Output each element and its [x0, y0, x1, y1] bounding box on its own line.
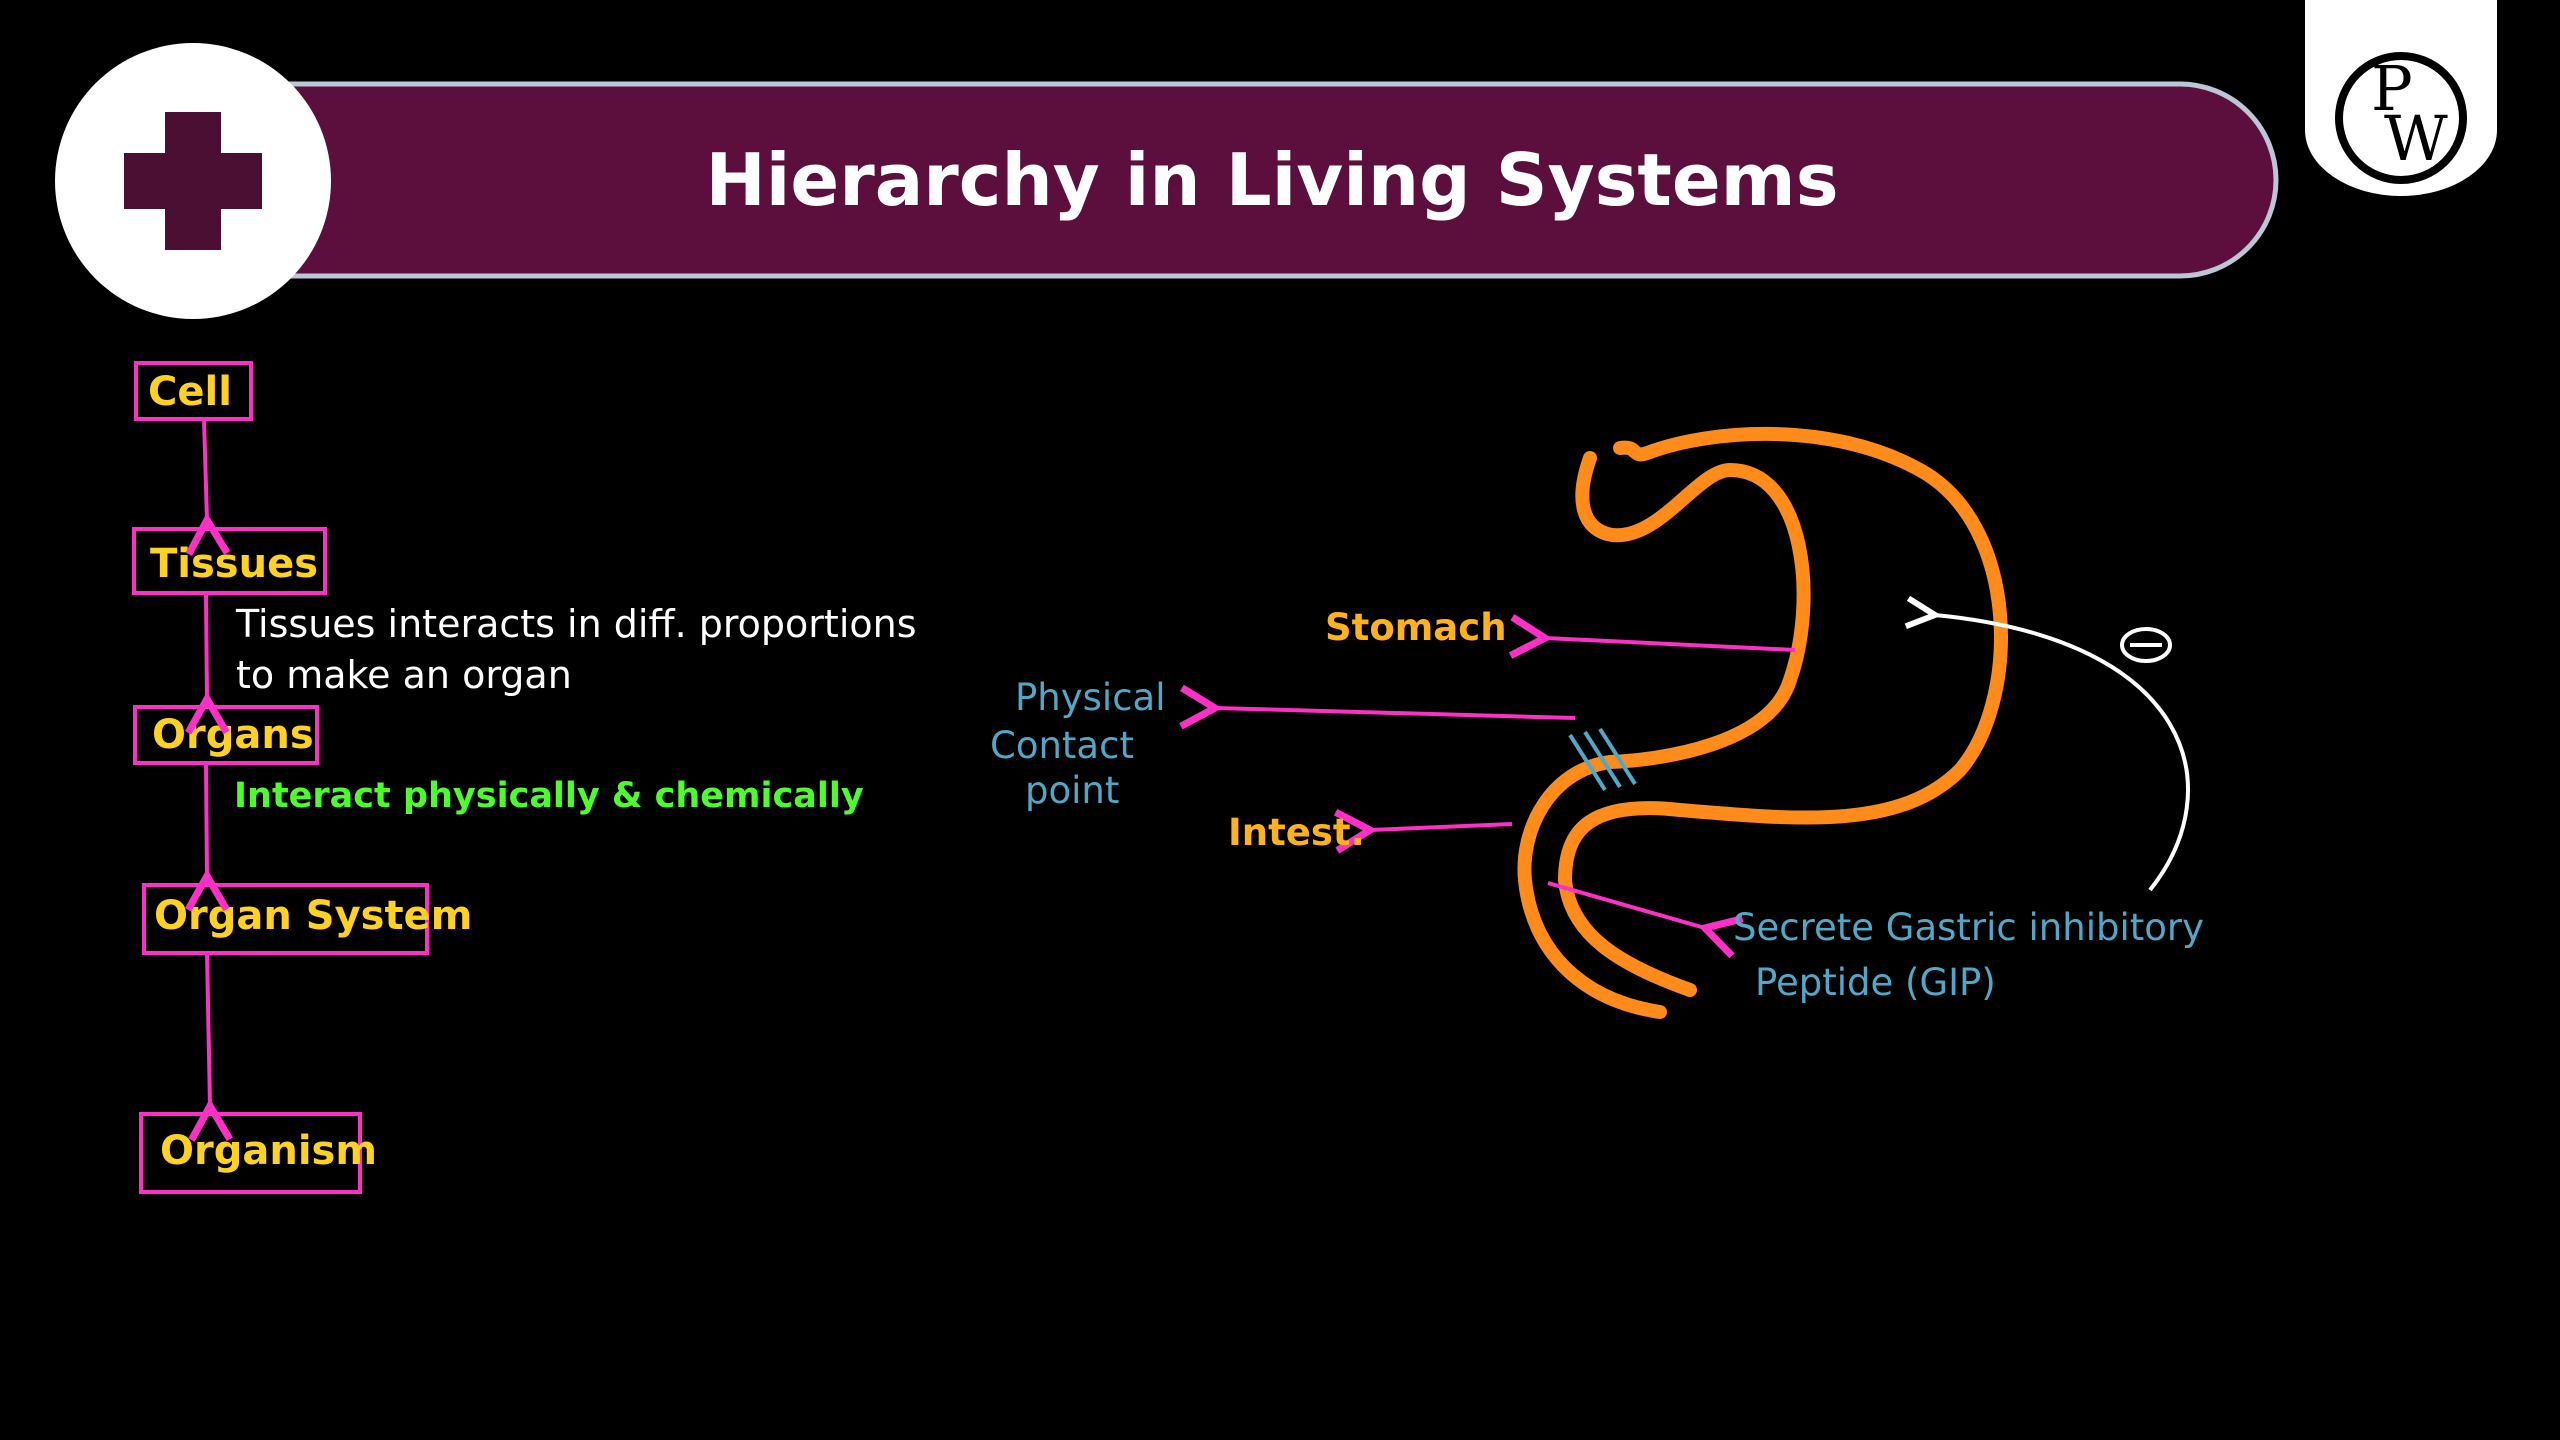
title-banner: Hierarchy in Living Systems — [247, 81, 2279, 279]
organs-interaction-note: Interact physically & chemically — [234, 776, 864, 816]
stomach-outer-wall — [1557, 426, 2008, 997]
logo-letter-p: P — [2371, 52, 2413, 125]
minus-sign-icon — [2120, 627, 2172, 663]
banner-shape — [247, 81, 2279, 279]
secrete-note-line2: Peptide (GIP) — [1755, 961, 1996, 1004]
tissues-note-line1: Tissues interacts in diff. proportions — [235, 602, 917, 646]
arrow-tissues-organs — [184, 592, 230, 735]
hierarchy-chain: Cell Tissues Organs Organ System Organis… — [132, 361, 472, 1194]
contact-label-line3: point — [1025, 769, 1119, 812]
stomach-label: Stomach — [1325, 606, 1507, 649]
box-organism — [139, 1112, 362, 1194]
arrow-cell-tissues — [185, 418, 231, 556]
arrow-organs-system — [184, 762, 230, 912]
contact-label-line2: Contact — [990, 724, 1134, 767]
box-cell — [134, 361, 253, 421]
stomach-inner-wall — [1517, 451, 1811, 1019]
level-organs: Organs — [152, 712, 314, 758]
stomach-drawing — [1517, 426, 2008, 1019]
plus-icon — [55, 43, 331, 319]
contact-hatch-3 — [1598, 727, 1637, 786]
page-title: Hierarchy in Living Systems — [705, 138, 1838, 222]
level-organism: Organism — [160, 1128, 377, 1174]
level-tissues: Tissues — [150, 541, 318, 587]
contact-label-line1: Physical — [1015, 676, 1166, 719]
logo-letter-w: W — [2384, 102, 2448, 175]
contact-hatch-1 — [1568, 733, 1607, 792]
level-organ-system: Organ System — [154, 893, 472, 939]
arrow-to-secrete-note — [1547, 881, 1744, 959]
intest-label: Intest. — [1228, 811, 1365, 854]
level-cell: Cell — [148, 369, 232, 415]
contact-hatch-2 — [1583, 730, 1622, 789]
arrow-to-contact-label — [1179, 684, 1576, 730]
arrow-to-stomach-label — [1508, 614, 1796, 659]
pw-logo: P W — [2305, 0, 2497, 196]
arrow-to-intest-label — [1333, 809, 1513, 854]
tissues-note-line2: to make an organ — [236, 653, 572, 697]
secrete-note-line1: Secrete Gastric inhibitory — [1733, 906, 2204, 949]
inhibition-feedback-arrow — [1904, 595, 2190, 892]
box-organ-system — [142, 883, 429, 955]
arrow-system-organism — [188, 952, 233, 1142]
